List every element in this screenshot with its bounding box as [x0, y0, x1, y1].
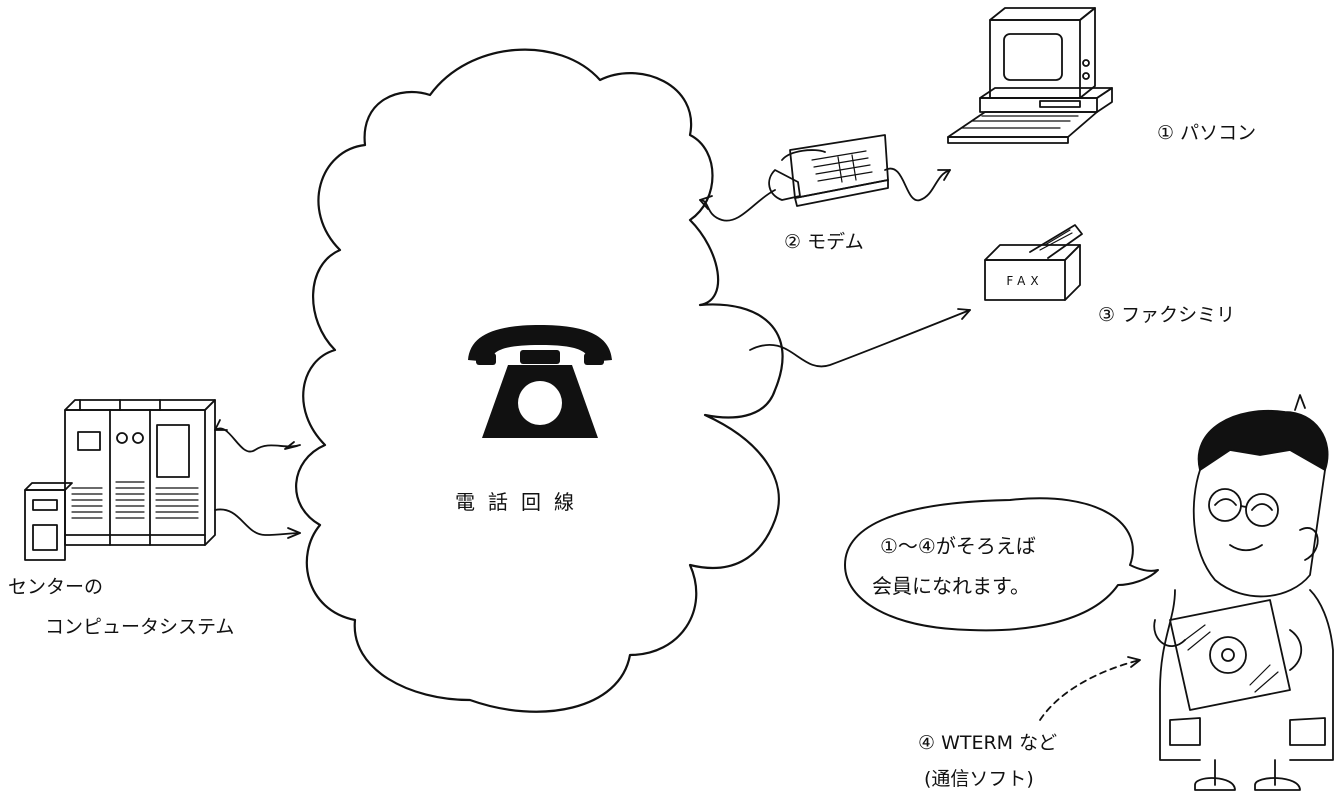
network-cloud — [295, 48, 784, 713]
floppy-disk-icon — [1169, 599, 1291, 711]
computer-icon — [947, 7, 1113, 144]
speech-bubble — [844, 497, 1159, 632]
connection-lines — [214, 167, 1141, 721]
fax-device-text: FAX — [1006, 274, 1043, 288]
person-illustration — [1153, 394, 1334, 791]
center-system-label-line1: センターの — [8, 576, 104, 598]
network-label: 電話回線 — [455, 490, 587, 514]
modem-icon — [768, 134, 889, 207]
center-system-label-line2: コンピュータシステム — [45, 616, 235, 638]
fax-machine-icon: FAX — [984, 224, 1083, 301]
server-rack-icon — [24, 399, 216, 561]
fax-label: ③ ファクシミリ — [1098, 304, 1236, 326]
speech-line-1: ①～④がそろえば — [880, 534, 1036, 558]
pc-label: ① パソコン — [1157, 122, 1257, 144]
telephone-icon — [468, 325, 612, 438]
software-sublabel: (通信ソフト) — [924, 768, 1034, 790]
speech-line-2: 会員になれます。 — [872, 574, 1030, 598]
modem-label: ② モデム — [784, 231, 864, 253]
software-label: ④ WTERM など — [918, 732, 1058, 754]
